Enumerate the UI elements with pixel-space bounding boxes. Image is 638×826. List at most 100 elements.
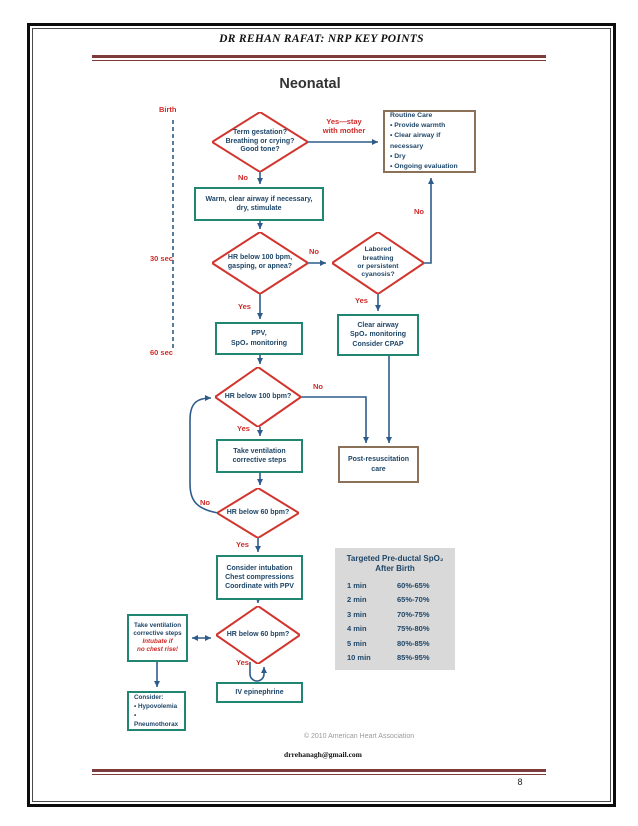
take-ventilation-box: Take ventilation corrective steps (216, 439, 303, 473)
spo2-title-line: Targeted Pre-ductal SpO₂ (346, 554, 444, 563)
table-row: 10 min 85%-95% (335, 651, 455, 666)
decision-text: HR below 100 bpm? (215, 367, 301, 427)
label-yes-2: Yes (238, 302, 251, 311)
box-line: SpO₂ monitoring (231, 339, 287, 347)
spo2-table-title: Targeted Pre-ductal SpO₂ After Birth (335, 554, 455, 574)
label-no-4: No (313, 382, 323, 391)
table-cell-range: 70%-75% (397, 609, 430, 619)
decision-hr-below-60-second: HR below 60 bpm? (216, 606, 300, 664)
table-cell-time: 10 min (347, 653, 371, 663)
post-resuscitation-box: Post-resuscitation care (338, 446, 419, 483)
decision-line: breathing (362, 254, 394, 262)
decision-term-gestation: Term gestation? Breathing or crying? Goo… (212, 112, 308, 172)
box-line: Take ventilation (133, 621, 182, 629)
decision-text: HR below 60 bpm? (217, 488, 299, 538)
decision-line: Good tone? (240, 146, 280, 154)
table-row: 3 min 70%-75% (335, 607, 455, 622)
ppv-spo2-box: PPV, SpO₂ monitoring (215, 322, 303, 355)
box-line: corrective steps (232, 457, 287, 464)
label-yes-5: Yes (236, 540, 249, 549)
label-no-3: No (414, 207, 424, 216)
decision-line: Labored (364, 246, 392, 254)
page-border-outer (27, 23, 616, 807)
box-line: Chest compressions (225, 573, 294, 581)
table-row: 5 min 80%-85% (335, 636, 455, 651)
label-no-2: No (309, 247, 319, 256)
page-border-inner (32, 28, 611, 802)
decision-line: HR below 100 bpm, (227, 254, 293, 262)
box-line: Routine Care (390, 111, 433, 119)
box-line: Post-resuscitation (347, 456, 410, 464)
timeline-birth-label: Birth (159, 105, 177, 114)
label-no-1: No (238, 173, 248, 182)
box-line: • Clear airway if necessary (390, 132, 441, 150)
box-line: dry, stimulate (236, 205, 282, 212)
box-line: Consider: (134, 693, 164, 701)
box-line: Clear airway (357, 322, 399, 330)
email-text: drrehanagh@gmail.com (284, 750, 362, 759)
decision-line: Term gestation? (233, 129, 287, 137)
table-row: 2 min 65%-70% (335, 593, 455, 608)
box-line: care (371, 465, 386, 473)
table-cell-time: 4 min (347, 624, 367, 634)
decision-line: cyanosis? (361, 271, 395, 279)
timeline-30sec-label: 30 sec (150, 254, 173, 263)
copyright-text: © 2010 American Heart Association (303, 733, 415, 740)
label-yes-3: Yes (355, 296, 368, 305)
label-no-5: No (200, 498, 210, 507)
box-line: PPV, (251, 330, 267, 338)
decision-line: gasping, or apnea? (227, 263, 293, 270)
footer-rule (92, 769, 546, 775)
label-line: with mother (322, 125, 366, 135)
routine-care-box: Routine Care • Provide warmth • Clear ai… (383, 110, 476, 173)
box-line: • Provide warmth (390, 122, 446, 130)
decision-hr-below-100-gasping: HR below 100 bpm, gasping, or apnea? (212, 232, 308, 294)
table-cell-time: 1 min (347, 580, 367, 590)
decision-labored-breathing: Labored breathing or persistent cyanosis… (332, 232, 424, 294)
label-line: Yes—stay (326, 117, 362, 126)
table-cell-range: 80%-85% (397, 638, 430, 648)
consider-hypovolemia-box: Consider: • Hypovolemia • Pneumothorax (127, 691, 186, 731)
box-line: corrective steps (133, 629, 182, 637)
spo2-title-line: After Birth (375, 564, 415, 573)
page-number: 8 (517, 777, 523, 787)
decision-hr-below-100: HR below 100 bpm? (215, 367, 301, 427)
box-line: • Ongoing evaluation (390, 162, 458, 170)
label-yes-stay-with-mother: Yes—stay with mother (318, 117, 370, 135)
decision-line: Breathing or crying? (225, 137, 295, 145)
table-cell-range: 75%-80% (397, 624, 430, 634)
table-cell-range: 65%-70% (397, 595, 430, 605)
box-line: Warm, clear airway if necessary, (205, 195, 313, 203)
warm-clear-airway-box: Warm, clear airway if necessary, dry, st… (194, 187, 324, 221)
intubate-warning-line: Intubate if (142, 638, 173, 645)
decision-hr-below-60-first: HR below 60 bpm? (217, 488, 299, 538)
timeline-60sec-label: 60 sec (150, 348, 173, 357)
decision-line: HR below 60 bpm? (226, 630, 290, 638)
decision-text: HR below 60 bpm? (216, 606, 300, 664)
clear-airway-cpap-box: Clear airway SpO₂ monitoring Consider CP… (337, 314, 419, 356)
figure-title: Neonatal (279, 76, 341, 92)
decision-line: or persistent (357, 263, 399, 270)
table-cell-time: 5 min (347, 638, 367, 648)
label-yes-6: Yes (236, 658, 249, 667)
decision-text: Term gestation? Breathing or crying? Goo… (212, 112, 308, 172)
take-ventilation-intubate-box: Take ventilation corrective steps Intuba… (127, 614, 188, 662)
table-cell-range: 60%-65% (397, 580, 430, 590)
decision-line: HR below 100 bpm? (224, 392, 292, 400)
box-line: Coordinate with PPV (225, 583, 294, 591)
spo2-target-table: Targeted Pre-ductal SpO₂ After Birth 1 m… (335, 548, 455, 670)
intubate-warning-line: no chest rise! (137, 646, 178, 654)
box-line: • Dry (390, 152, 406, 160)
box-line: Take ventilation (233, 447, 286, 455)
decision-text: Labored breathing or persistent cyanosis… (332, 232, 424, 294)
label-yes-4: Yes (237, 424, 250, 433)
box-line: • Pneumothorax (134, 712, 179, 729)
table-row: 1 min 60%-65% (335, 578, 455, 593)
decision-line: HR below 60 bpm? (226, 508, 290, 516)
page-header: DR REHAN RAFAT: NRP KEY POINTS (219, 33, 424, 45)
decision-text: HR below 100 bpm, gasping, or apnea? (212, 232, 308, 294)
consider-intubation-box: Consider intubation Chest compressions C… (216, 555, 303, 600)
table-cell-time: 3 min (347, 609, 367, 619)
table-row: 4 min 75%-80% (335, 622, 455, 637)
